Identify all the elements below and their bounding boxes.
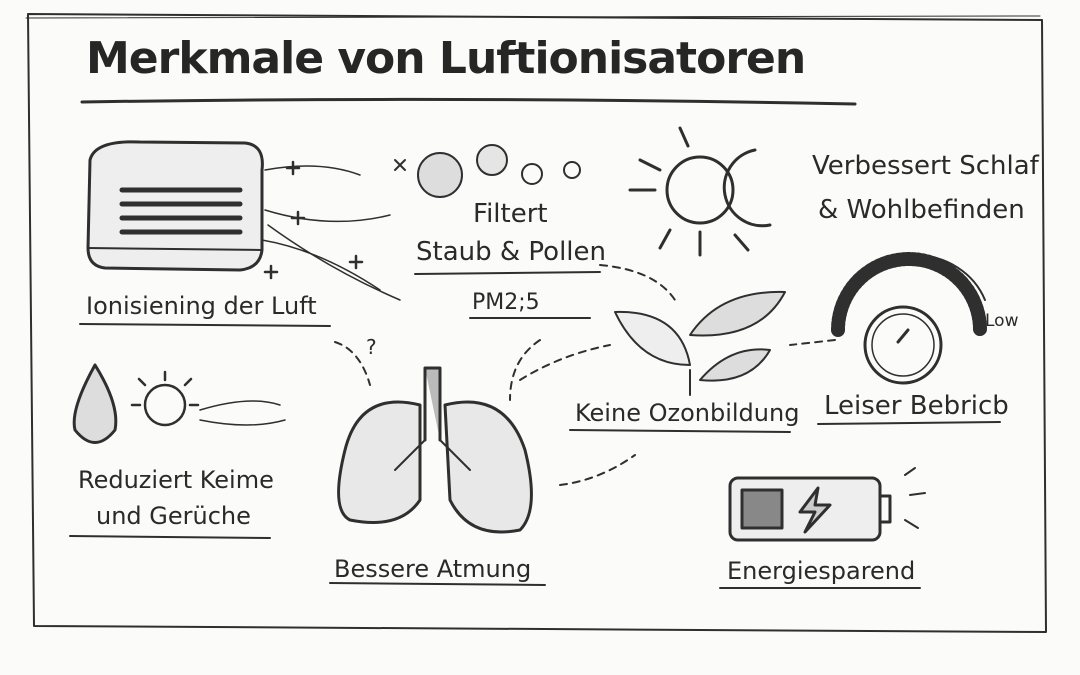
germ-icon bbox=[130, 370, 200, 427]
label-ozone: Keine Ozonbildung bbox=[575, 399, 800, 427]
title-underline bbox=[80, 97, 857, 106]
label-breathing: Bessere Atmung bbox=[334, 555, 532, 583]
air-ionizer-icon bbox=[86, 140, 264, 272]
dust-particles-icon bbox=[394, 144, 581, 198]
battery-icon bbox=[728, 467, 926, 542]
label-energy: Energiesparend bbox=[727, 557, 916, 585]
label-quiet: Leiser Bebricb bbox=[824, 391, 1009, 421]
dial-low-label: Low bbox=[985, 311, 1019, 331]
dial-knob-icon bbox=[831, 252, 987, 385]
sun-moon-icon bbox=[628, 126, 772, 257]
frame-border bbox=[27, 13, 1047, 633]
label-germs-line2: und Gerüche bbox=[96, 502, 251, 530]
label-filter-line2: Staub & Pollen bbox=[416, 237, 606, 267]
lungs-icon bbox=[337, 366, 533, 534]
page-title: Merkmale von Luftionisatoren bbox=[86, 33, 806, 84]
label-germs-line1: Reduziert Keime bbox=[78, 466, 274, 494]
label-ionisation: Ionisiening der Luft bbox=[86, 292, 317, 320]
label-sleep-line2: & Wohlbefinden bbox=[818, 195, 1025, 225]
air-flow-icon bbox=[261, 160, 401, 301]
label-filter-pm25: PM2;5 bbox=[472, 290, 540, 315]
label-filter-line1: Filtert bbox=[473, 199, 548, 229]
question-mark: ? bbox=[366, 335, 377, 359]
label-sleep-line1: Verbessert Schlaf bbox=[812, 151, 1039, 181]
wind-lines bbox=[199, 400, 286, 426]
dashed-arrows bbox=[334, 264, 836, 486]
leaves-icon bbox=[614, 290, 786, 396]
water-drop-icon bbox=[72, 363, 118, 444]
